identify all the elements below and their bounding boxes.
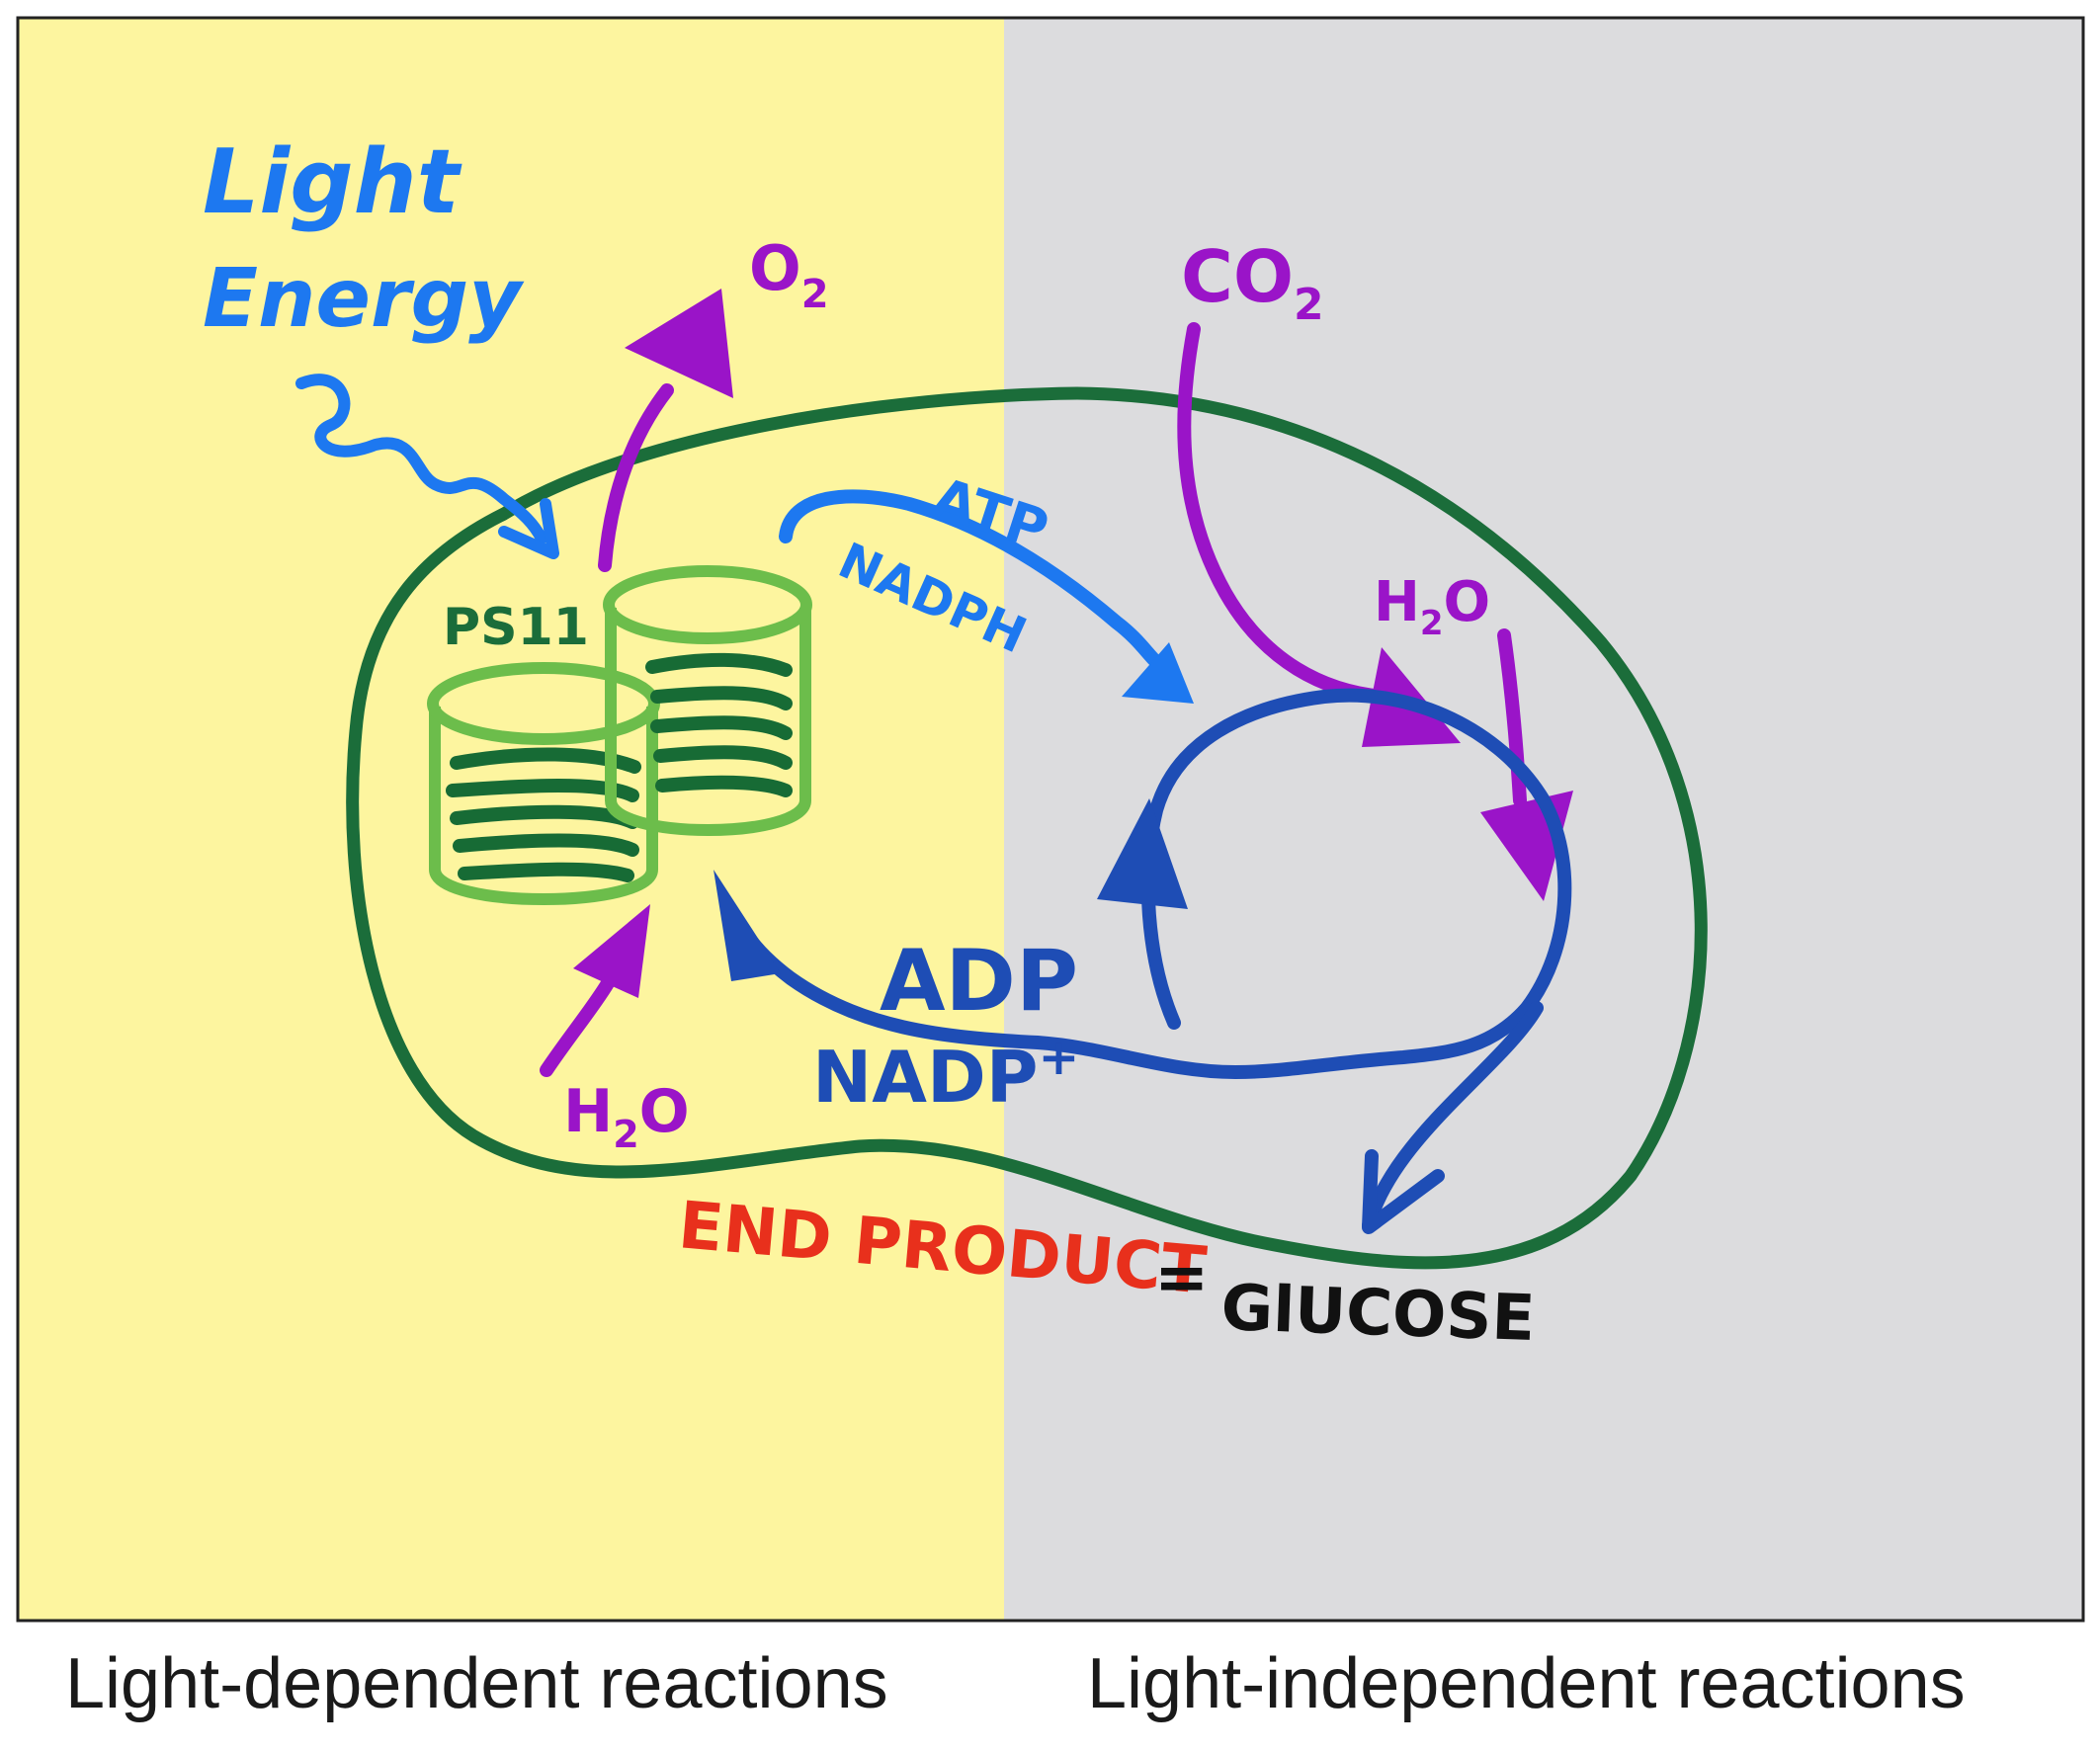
equals-sign: = — [1154, 1239, 1209, 1315]
adp-label: ADP — [880, 932, 1078, 1031]
calvin-cycle-loop — [714, 688, 1572, 1234]
light-label: Light — [203, 130, 462, 234]
co2-label: CO2 — [1181, 235, 1324, 330]
atp-nadph-arrow — [779, 489, 1194, 704]
o2-arrow — [598, 289, 733, 572]
light-independent-caption: Light-independent reactions — [1087, 1644, 1966, 1723]
thylakoid-stack-right — [603, 565, 812, 836]
h2o-into-ps2-arrow — [540, 904, 650, 1077]
h2o-right-label: H2O — [1374, 570, 1490, 643]
light-energy-arrow — [295, 374, 559, 559]
glucose-label: GlUCOSE — [1219, 1272, 1536, 1356]
h2o-left-label: H2O — [563, 1077, 690, 1156]
o2-label: O2 — [749, 232, 829, 317]
energy-label: Energy — [203, 252, 525, 346]
thylakoid-stack-left — [427, 662, 660, 905]
diagram-frame — [16, 16, 2085, 1623]
light-dependent-caption: Light-dependent reactions — [65, 1644, 888, 1723]
nadp-label: NADP+ — [812, 1029, 1079, 1119]
ps2-label: PS11 — [443, 598, 589, 657]
